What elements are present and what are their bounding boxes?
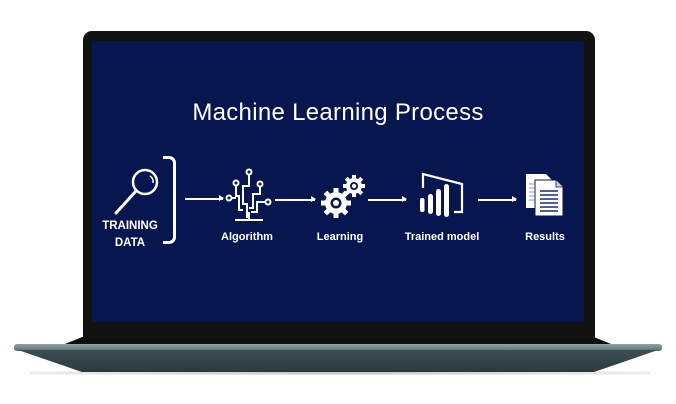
laptop-shadow	[30, 371, 650, 375]
step-label-training: TRAINING DATA	[95, 218, 165, 252]
circuit-tree-icon	[225, 168, 272, 221]
laptop-hinge	[60, 337, 616, 346]
step-label-learning: Learning	[316, 231, 364, 243]
slide-title: Machine Learning Process	[192, 99, 484, 126]
bar-chart-icon	[420, 172, 464, 217]
laptop-base-edge	[14, 344, 662, 351]
training-data-bracket	[163, 156, 176, 244]
step-label-training-line2: DATA	[114, 237, 146, 249]
step-label-training-line1: TRAINING	[102, 220, 158, 232]
magnifying-glass-icon	[114, 168, 159, 215]
flow-arrow-4	[478, 196, 517, 202]
laptop-screen: Machine Learning Process TRAINING DATA A…	[92, 41, 584, 322]
gears-icon	[321, 175, 365, 218]
flow-arrow-2	[275, 196, 316, 202]
documents-icon	[526, 174, 564, 217]
step-label-trained-model: Trained model	[404, 231, 480, 243]
step-label-results: Results	[525, 231, 565, 243]
flow-arrow-1	[185, 195, 224, 201]
flow-arrow-3	[368, 196, 407, 202]
step-label-algorithm: Algorithm	[221, 231, 273, 243]
laptop-base	[18, 350, 658, 372]
